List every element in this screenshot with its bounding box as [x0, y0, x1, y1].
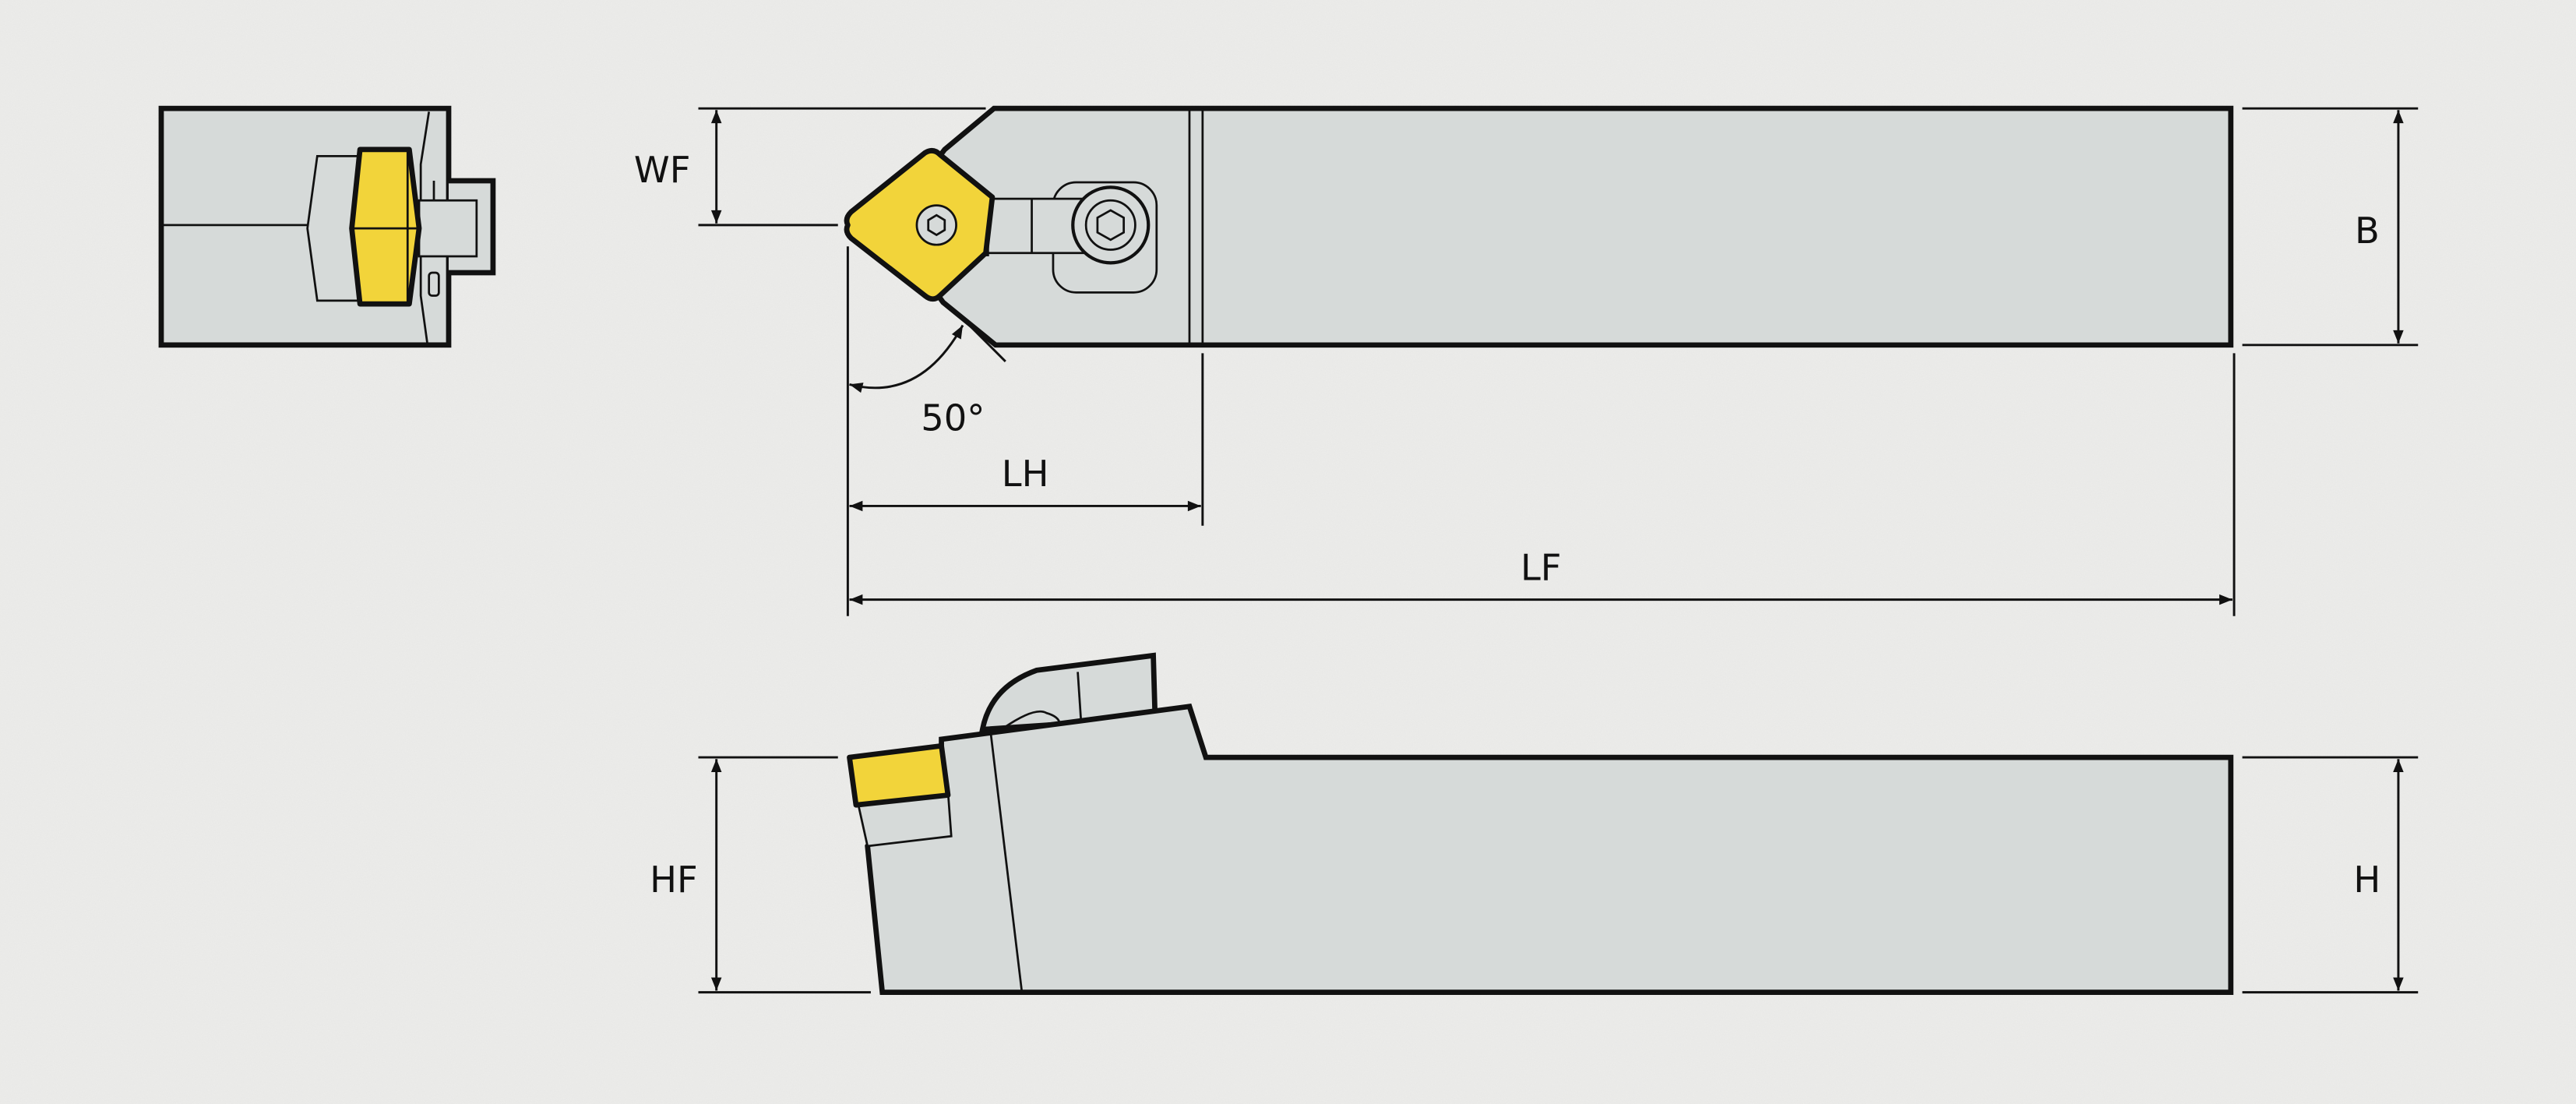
clamp-screw-inner — [1084, 199, 1136, 251]
dim-b: B — [2242, 107, 2419, 347]
dim-hf: HF — [650, 756, 871, 994]
side-view-insert — [847, 742, 951, 808]
dim-wf: WF — [634, 107, 986, 227]
dim-label-h: H — [2353, 859, 2380, 901]
dim-label-wf: WF — [634, 149, 691, 191]
clamp-arm — [981, 197, 1086, 255]
top-view — [844, 105, 2234, 362]
dim-h: H — [2242, 756, 2419, 994]
dim-angle: 50° — [846, 246, 985, 616]
end-view — [158, 105, 496, 348]
dim-label-b: B — [2355, 210, 2380, 252]
dim-lh: LH — [849, 353, 1204, 526]
dim-lf: LF — [849, 353, 2236, 616]
dim-label-lh: LH — [1002, 453, 1049, 495]
insert-hex-socket-icon — [927, 213, 946, 237]
insert-screw — [915, 204, 957, 246]
dim-label-angle: 50° — [921, 397, 985, 439]
dim-label-lf: LF — [1521, 546, 1562, 588]
side-view-head-line — [989, 732, 1024, 993]
end-view-insert — [349, 146, 422, 307]
end-view-stud — [428, 271, 440, 297]
side-clamp-lever — [1003, 710, 1061, 729]
dim-label-hf: HF — [650, 859, 698, 901]
end-view-clamp-inner — [418, 199, 478, 258]
side-clamp-line — [1077, 672, 1083, 721]
hex-socket-icon — [1096, 209, 1126, 242]
angle-extension-line — [968, 324, 1006, 362]
side-clamp-top — [979, 652, 1158, 732]
side-view — [847, 652, 2234, 995]
